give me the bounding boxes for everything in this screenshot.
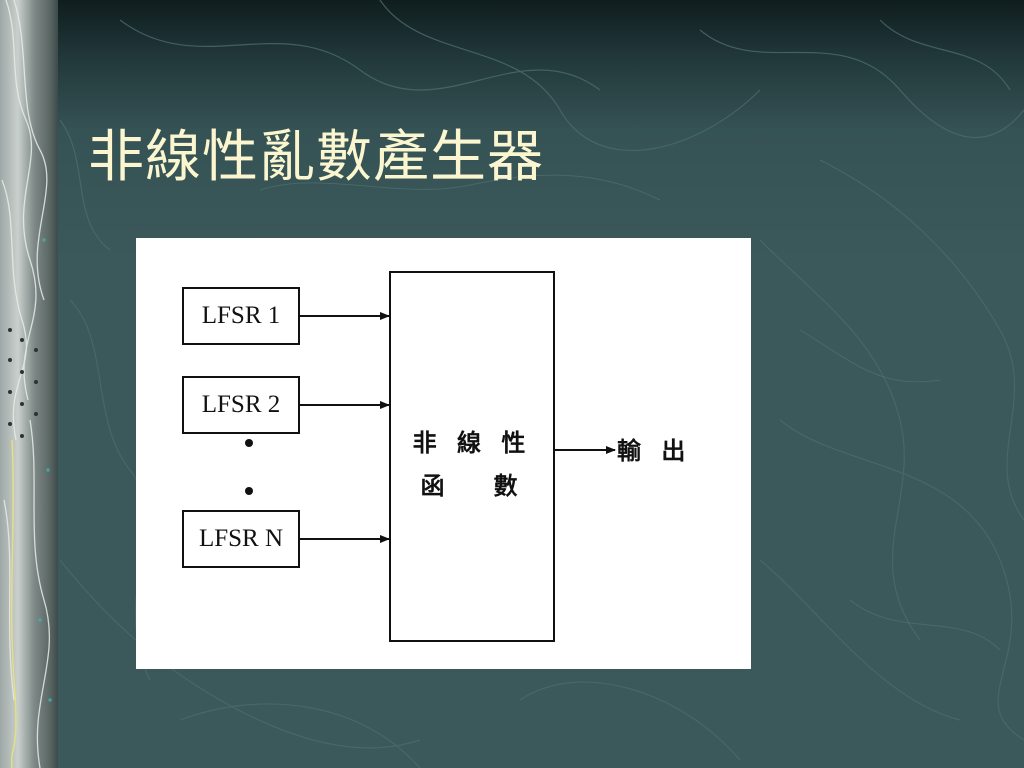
ellipsis-dot-2	[245, 487, 253, 495]
ellipsis-dot-1	[245, 439, 253, 447]
lfsr-1-label: LFSR 1	[201, 302, 281, 329]
decorative-map-strip	[0, 0, 58, 768]
function-label-line-2: 函 數	[420, 472, 524, 500]
lfsr-2-label: LFSR 2	[201, 391, 281, 418]
function-label-line-1: 非 線 性	[412, 429, 532, 457]
lfsr-1-box: LFSR 1	[182, 287, 300, 345]
nonlinear-function-box: 非 線 性 函 數	[389, 271, 555, 642]
lfsr-2-box: LFSR 2	[182, 376, 300, 434]
lfsr-n-label: LFSR N	[198, 525, 284, 552]
lfsr-n-box: LFSR N	[182, 510, 300, 568]
slide-title: 非線性亂數產生器	[88, 125, 544, 190]
output-label: 輸 出	[617, 437, 692, 465]
block-diagram: LFSR 1 LFSR 2 LFSR N 非 線 性 函 數 輸 出	[136, 238, 751, 669]
diagram-connectors	[300, 312, 616, 543]
